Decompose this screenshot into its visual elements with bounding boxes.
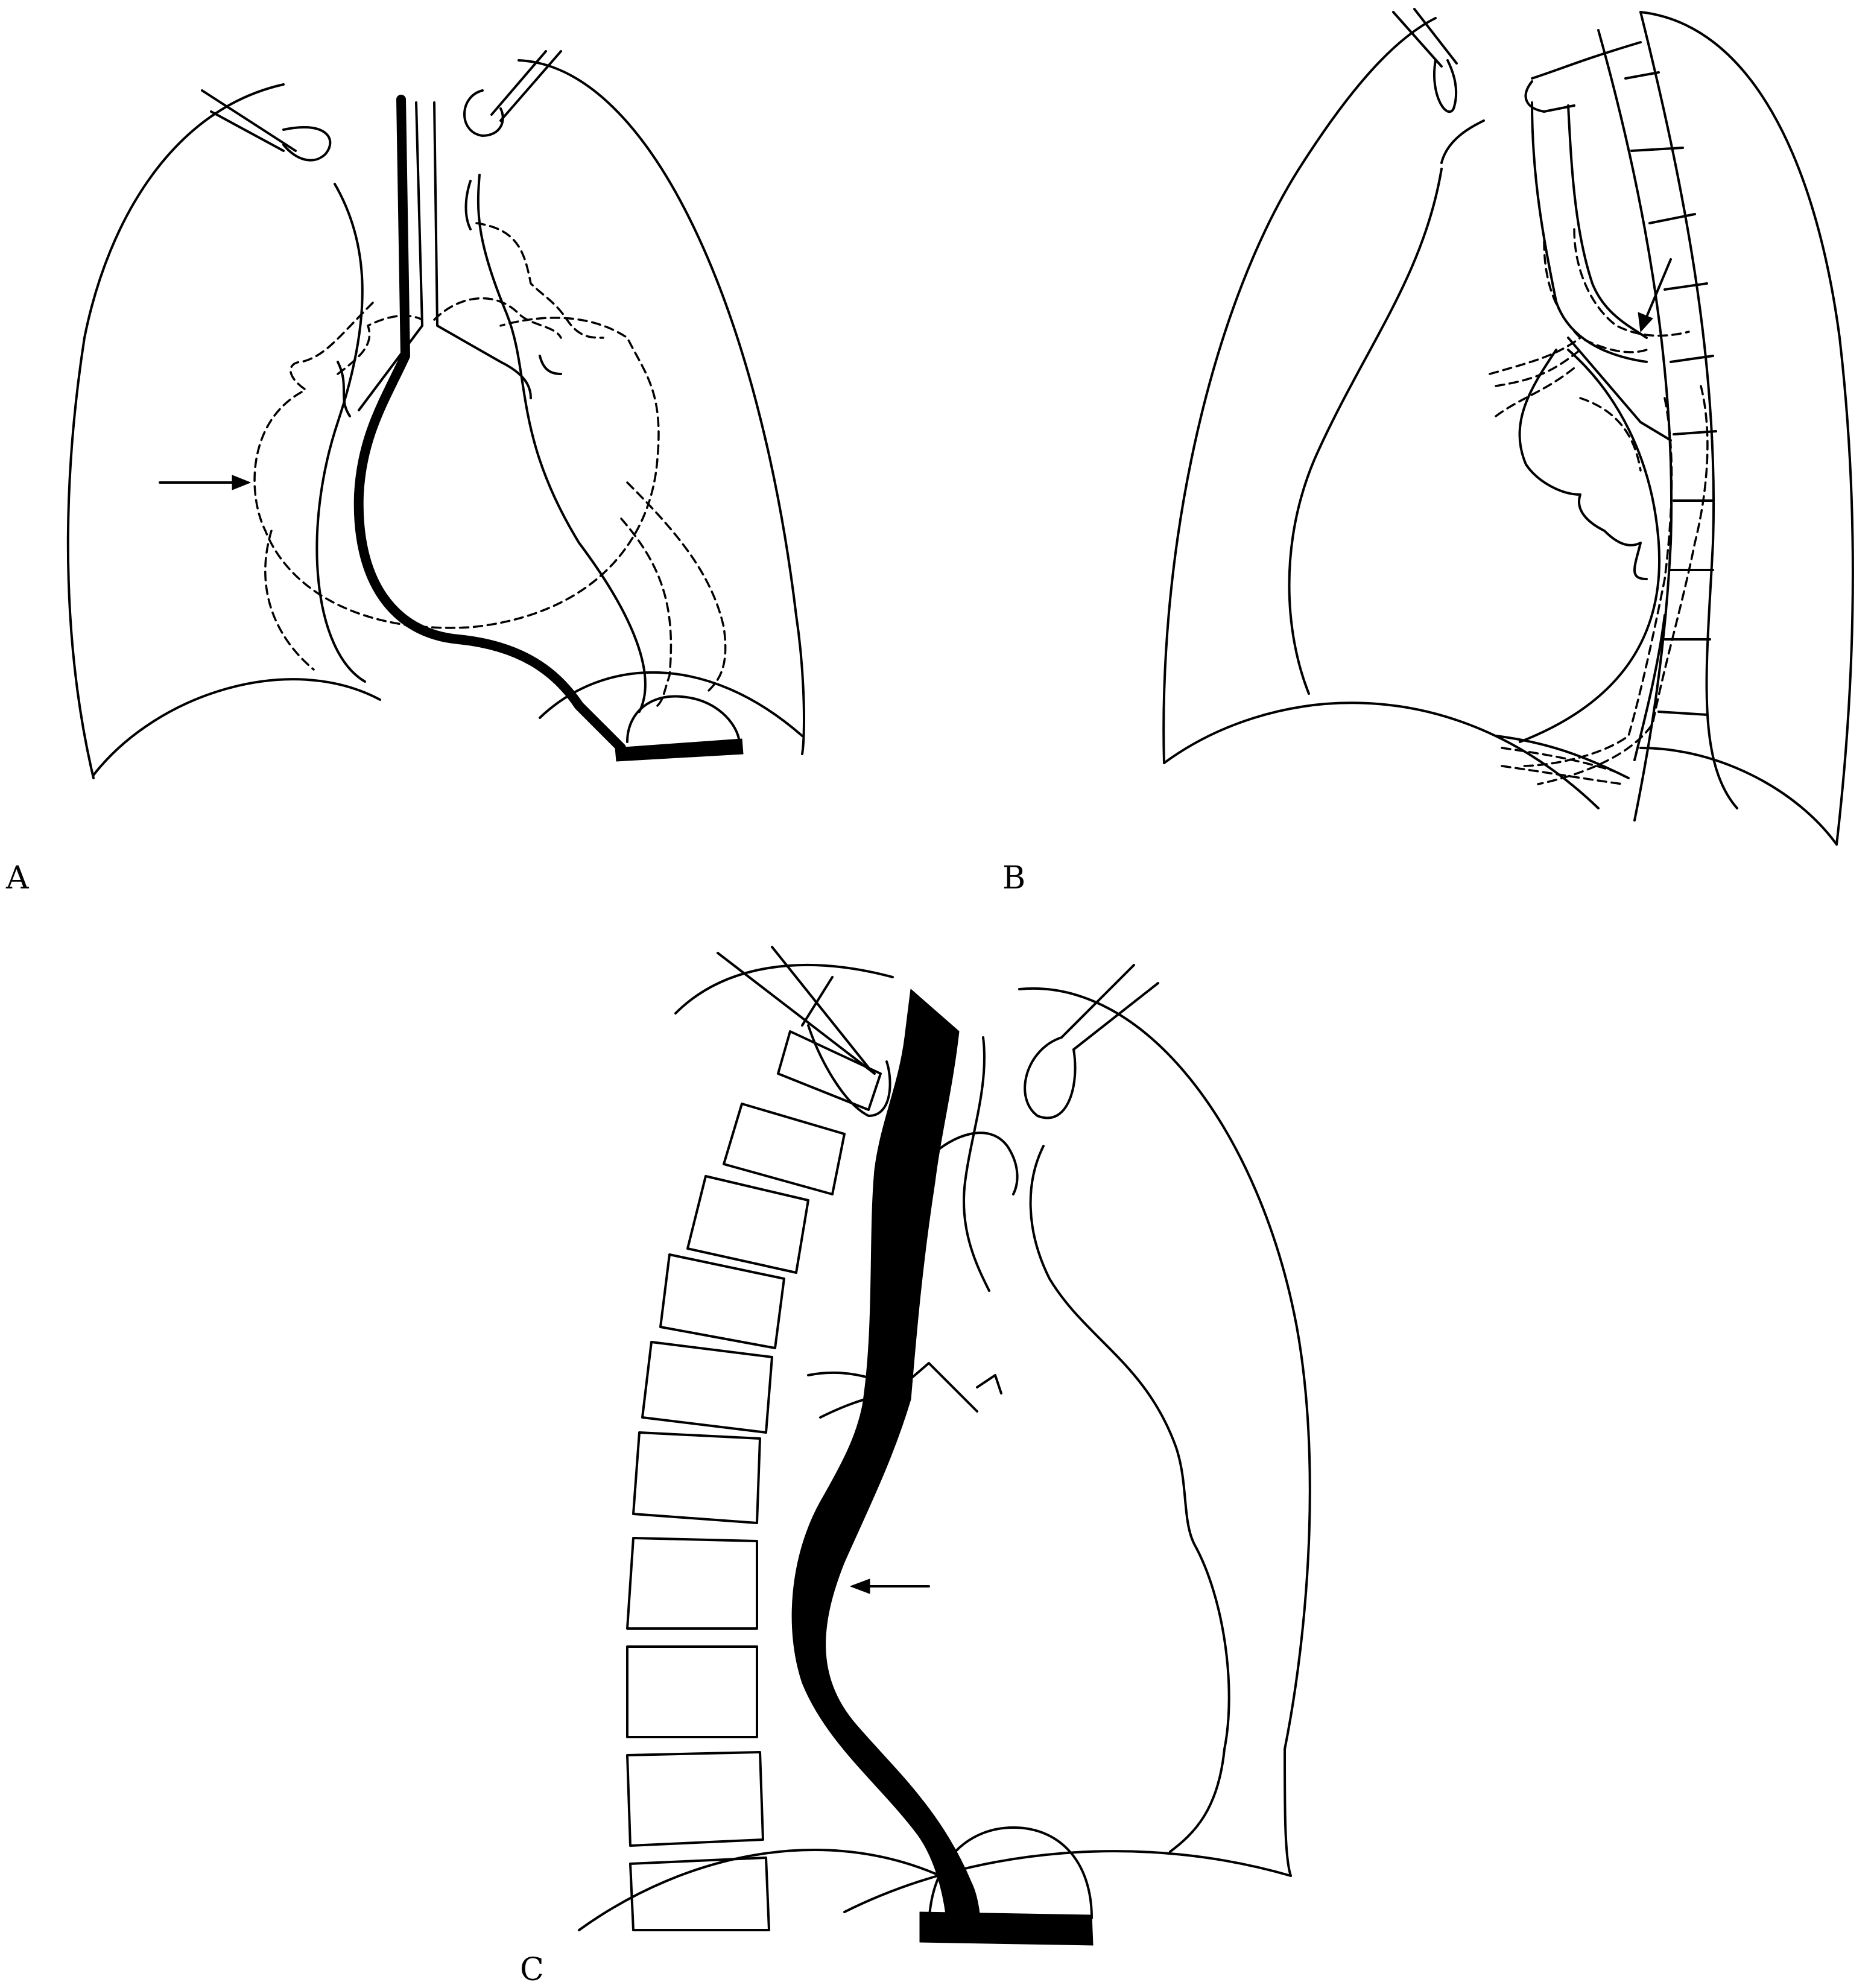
panel-a-right-clavicle-head — [283, 127, 330, 160]
panel-a-right-lung-outline — [68, 84, 283, 778]
panel-b-heart-anterior — [1290, 169, 1442, 694]
panel-a-left-hilum — [466, 181, 471, 229]
panel-a-left-clavicle-head — [464, 90, 503, 136]
panel-b-trachea-front — [1532, 103, 1647, 362]
panel-b-aorta-anterior — [1442, 121, 1484, 163]
panel-b-cyst-inferior — [1520, 350, 1659, 742]
panel-c-clavicle-1 — [718, 953, 875, 1074]
panel-b-posterior-diaphragm — [1641, 748, 1837, 844]
panel-c-trachea — [964, 1037, 989, 1291]
panel-b-dashed-tracheal — [1544, 241, 1647, 352]
panel-b-label: B — [1002, 863, 1025, 894]
panel-c-posterior-chest-wall — [1019, 989, 1310, 1876]
panel-a-left-hilar-vessel — [540, 356, 561, 374]
panel-a-stomach-barium-level — [615, 739, 743, 761]
panel-b-arrow-head — [1638, 312, 1653, 332]
panel-a-right-clavicle-lower — [211, 112, 283, 151]
panel-a-stomach-fundus — [627, 696, 739, 742]
panel-a-label: A — [6, 863, 29, 894]
panel-a-right-clavicle — [202, 90, 296, 151]
panel-a-cyst-outline — [255, 318, 659, 628]
panel-c-arrow-head — [850, 1579, 870, 1594]
panel-a-drawing — [68, 51, 804, 778]
panel-a-trachea-right-wall — [434, 103, 531, 398]
panel-b-posterior-clavicle — [1532, 42, 1641, 78]
panel-b-dashed-esophagus-posterior — [1538, 386, 1708, 784]
panel-b-spine-posterior — [1641, 12, 1737, 808]
panel-c-right-clavicle-head — [1025, 1037, 1075, 1118]
panel-a-trachea-left-wall — [359, 103, 422, 410]
panel-b-trachea-back — [1568, 106, 1647, 338]
panel-c-drawing — [579, 947, 1310, 1945]
panel-b-anterior-diaphragm — [1164, 703, 1598, 808]
panel-c-diaphragm-anterior — [844, 1851, 1291, 1912]
panel-b-drawing — [1163, 9, 1853, 844]
panel-b-dashed-esophagus-anterior — [1520, 398, 1672, 766]
panel-c-clavicle-arc — [676, 965, 893, 1013]
panel-a-dashed-mediastinum-right — [291, 302, 374, 389]
panel-a-dashed-inner-right — [265, 531, 314, 670]
panel-c-bronchus-right — [977, 1375, 1001, 1393]
panel-a-aortic-contour — [478, 175, 645, 712]
panel-b-dashed-anterior-3 — [1496, 368, 1574, 416]
panel-b-clavicle — [1393, 12, 1442, 66]
panel-b-clavicle-head — [1434, 60, 1456, 112]
panel-a-barium-esophagus — [359, 100, 621, 748]
panel-c-heart-contour — [1031, 1146, 1229, 1852]
panel-c-stomach-barium-level — [920, 1912, 1093, 1945]
panel-b-lobulated-cyst — [1520, 350, 1647, 579]
panel-b-anterior-chest-wall — [1163, 18, 1436, 763]
panel-b-bronchus-line — [1568, 338, 1671, 440]
panel-c-label: C — [520, 1954, 544, 1986]
panel-c-right-clavicle-2 — [1074, 983, 1158, 1049]
panel-a-arrow-head — [232, 475, 250, 490]
panel-b-posterior-chest-wall — [1641, 12, 1853, 844]
panel-c-barium-esophagus — [792, 989, 980, 1924]
panel-a-left-lung-outline — [519, 60, 804, 754]
panel-a-right-diaphragm — [93, 679, 380, 775]
panel-b-dashed-anterior-1 — [1490, 338, 1580, 374]
panel-c-right-clavicle-1 — [1062, 965, 1134, 1037]
